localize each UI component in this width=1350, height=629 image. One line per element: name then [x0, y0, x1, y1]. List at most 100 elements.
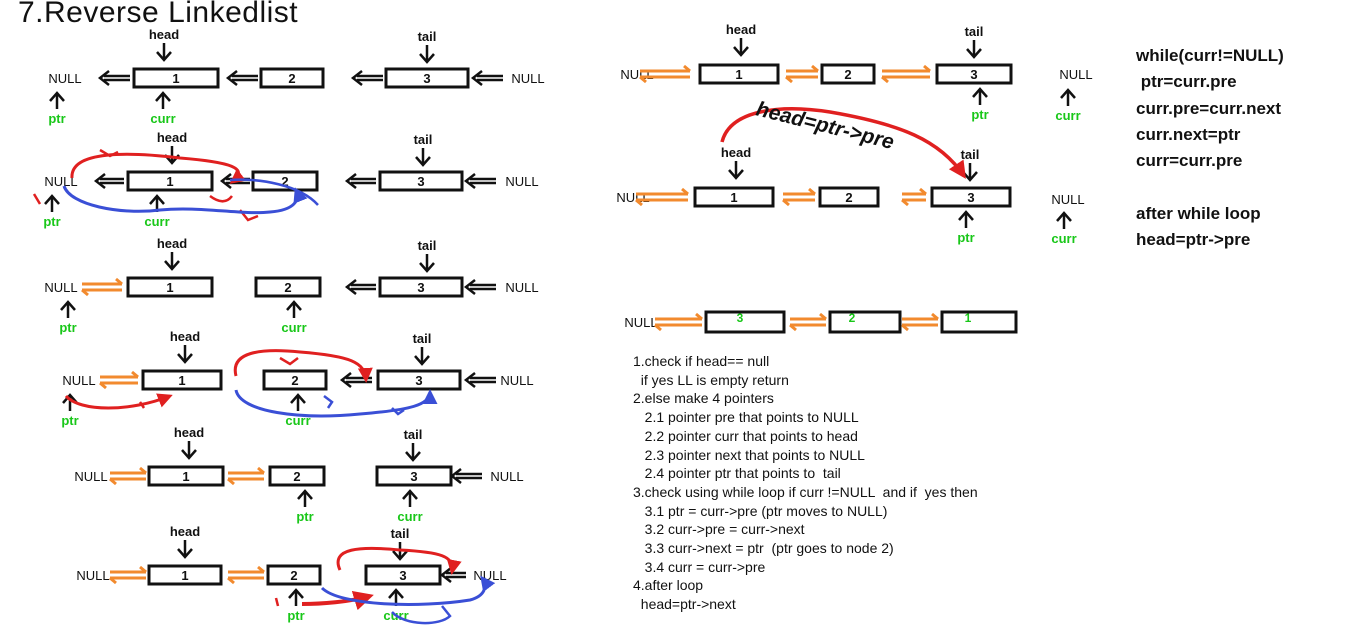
link-head	[97, 70, 110, 86]
pointer-label-head: head	[721, 145, 751, 160]
algorithm-step: 3.4 curr = curr->pre	[633, 558, 766, 575]
pseudocode-line: after while loop	[1136, 203, 1261, 223]
orange-link-head	[81, 288, 89, 297]
node-box	[141, 369, 223, 391]
orange-link-head	[131, 370, 139, 379]
blue-scribble	[391, 605, 452, 625]
pseudocode-line: head=ptr->pre	[1136, 230, 1251, 250]
orange-link-head	[115, 277, 123, 286]
red-scribble-arrow	[70, 152, 247, 184]
node-value: 2	[845, 190, 852, 205]
pointer-arrow-head	[733, 46, 749, 57]
node-value: 3	[970, 67, 977, 82]
orange-link-head	[257, 565, 265, 574]
node-value: 1	[166, 174, 173, 189]
null-label: NULL	[505, 174, 538, 189]
orange-link-head	[109, 576, 117, 585]
red-scribble-arrow	[336, 546, 462, 575]
link-head	[449, 468, 462, 484]
node-value: 2	[293, 469, 300, 484]
blue-scribble-arrow	[320, 575, 496, 606]
orange-link-head	[782, 198, 790, 207]
algorithm-step: 3.2 curr->pre = curr->next	[633, 521, 805, 538]
pointer-arrow-head	[164, 260, 180, 271]
red-scribble-arrow	[64, 393, 173, 410]
pointer-label-tail: tail	[418, 29, 437, 44]
pointer-label-tail: tail	[965, 24, 984, 39]
orange-link-head	[635, 198, 643, 207]
algorithm-step: if yes LL is empty return	[633, 371, 789, 388]
blue-scribble	[323, 395, 334, 409]
blue-scribble	[391, 407, 405, 416]
null-label: NULL	[76, 568, 109, 583]
orange-link-head	[923, 64, 931, 73]
pointer-label-head: head	[149, 27, 179, 42]
link-head	[219, 173, 232, 189]
node-value: 1	[735, 67, 742, 82]
node-value: 3	[417, 280, 424, 295]
red-scribble	[209, 194, 233, 203]
node-box	[254, 276, 322, 298]
orange-link-head	[654, 323, 662, 332]
node-value: 3	[967, 190, 974, 205]
algorithm-step: 2.2 pointer curr that points to head	[633, 427, 858, 444]
pointer-arrow-head	[392, 550, 408, 561]
node-box	[820, 63, 876, 85]
node-box	[268, 465, 326, 487]
pointer-label-tail: tail	[418, 238, 437, 253]
orange-link-head	[639, 75, 647, 84]
node-value: 3	[423, 71, 430, 86]
orange-link-head	[227, 477, 235, 486]
null-label: NULL	[620, 67, 653, 82]
null-label: NULL	[74, 469, 107, 484]
blue-scribble-arrow	[62, 185, 308, 215]
node-value: 3	[399, 568, 406, 583]
algorithm-step: 2.else make 4 pointers	[633, 390, 774, 407]
red-scribble	[138, 401, 146, 409]
node-box	[147, 465, 225, 487]
node-box	[378, 276, 464, 298]
null-label: NULL	[62, 373, 95, 388]
orange-link-head	[919, 187, 927, 196]
node-box	[828, 310, 902, 334]
pseudocode-line: curr=curr.pre	[1136, 151, 1243, 171]
pointer-label-head: head	[174, 425, 204, 440]
node-box	[384, 67, 470, 89]
page-title: 7.Reverse Linkedlist	[18, 0, 299, 29]
pointer-label-tail: tail	[404, 427, 423, 442]
node-box	[259, 67, 325, 89]
null-label: NULL	[616, 190, 649, 205]
blue-scribble-arrow	[234, 389, 438, 418]
handwritten-head-expr: head=ptr->pre	[754, 98, 897, 155]
null-label: NULL	[1051, 192, 1084, 207]
orange-link-head	[139, 466, 147, 475]
null-label: NULL	[505, 280, 538, 295]
node-box	[935, 63, 1013, 85]
node-box	[266, 564, 322, 586]
node-value: 2	[290, 568, 297, 583]
orange-link-head	[109, 477, 117, 486]
orange-link-head	[811, 64, 819, 73]
pointer-label-ptr: ptr	[61, 413, 78, 428]
node-value: 2	[844, 67, 851, 82]
red-scribble	[279, 356, 299, 366]
node-box	[940, 310, 1018, 334]
orange-link-head	[901, 198, 909, 207]
link-head	[344, 173, 357, 189]
algorithm-steps: 1.check if head== null if yes LL is empt…	[633, 352, 978, 614]
node-box	[147, 564, 223, 586]
pointer-label-curr: curr	[1055, 108, 1080, 123]
node-value: 1	[178, 373, 185, 388]
algorithm-step: 3.3 curr->next = ptr (ptr goes to node 2…	[633, 540, 894, 557]
pointer-arrow-head	[177, 548, 193, 559]
null-label: NULL	[48, 71, 81, 86]
